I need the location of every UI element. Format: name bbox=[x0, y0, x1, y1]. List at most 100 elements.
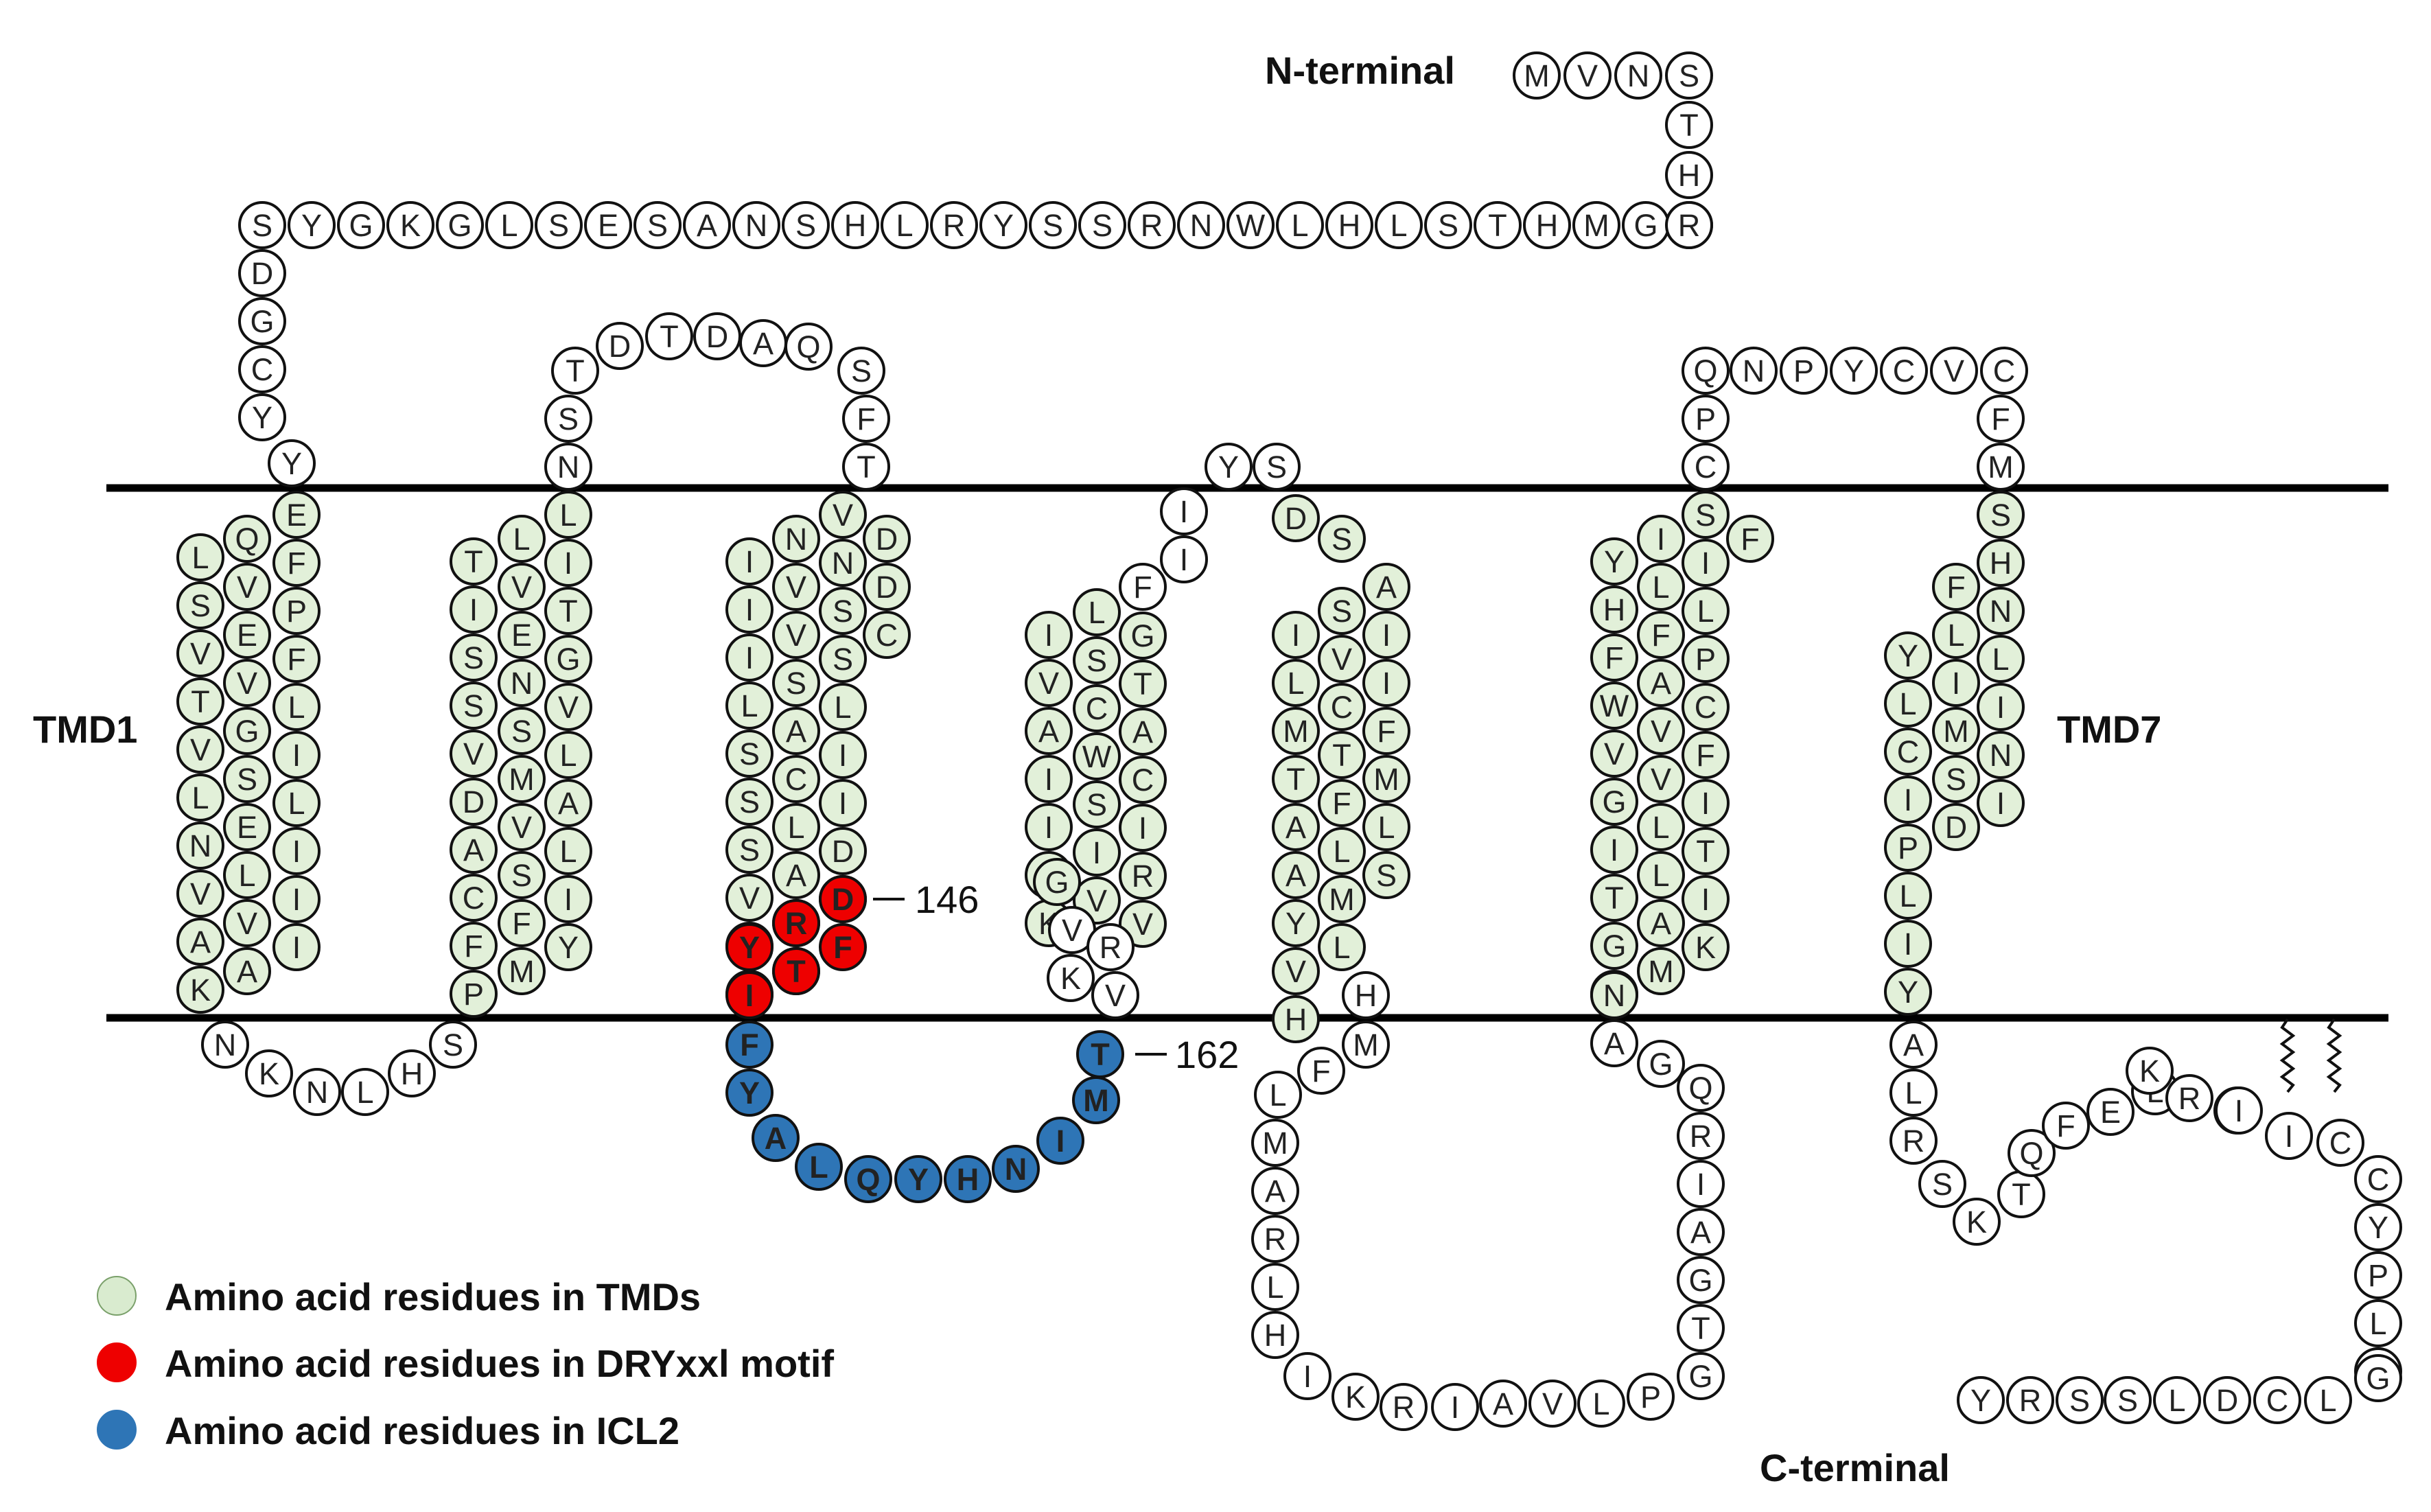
residue-tmd6-c2-2 bbox=[1637, 611, 1685, 659]
residue-tmd2-c1-0 bbox=[450, 537, 498, 585]
residue-cterm-bottom-3 bbox=[2153, 1376, 2201, 1424]
residue-tmd6-c2-6 bbox=[1637, 803, 1685, 851]
residue-cterm-bottom-5 bbox=[2056, 1376, 2104, 1424]
residue-icl3-up-5 bbox=[1677, 1064, 1725, 1112]
residue-letter-ecl-top-3: K bbox=[400, 208, 421, 243]
residue-tmd3-c2-3 bbox=[772, 659, 820, 707]
residue-letter-tmd1-c2-3: V bbox=[237, 666, 257, 701]
residue-letter-tmd1-c2-9: A bbox=[237, 954, 257, 989]
residue-letter-tmd4-c2-1: S bbox=[1086, 643, 1107, 678]
residue-tmd6-c1-6 bbox=[1590, 826, 1638, 874]
legend-dry-swatch bbox=[97, 1342, 137, 1382]
residue-letter-tmd7-c1-5: L bbox=[1899, 879, 1916, 914]
residue-nterm-down-1 bbox=[1665, 151, 1713, 199]
residue-tmd5-c1-3 bbox=[1362, 611, 1410, 659]
residue-tmd4-c1-4 bbox=[1025, 803, 1073, 851]
residue-icl2-2 bbox=[752, 1114, 800, 1162]
residue-letter-cterm-bottom-3: L bbox=[2168, 1383, 2185, 1418]
residue-letter-icl3-up-6: G bbox=[1649, 1047, 1673, 1082]
residue-tmd1-c2-2 bbox=[223, 611, 271, 659]
residue-letter-ecl1-3: D bbox=[609, 329, 631, 364]
residue-letter-tmd4-c1-4: I bbox=[1045, 810, 1054, 845]
residue-letter-tmd1-c2-0: Q bbox=[235, 522, 259, 557]
residue-letter-tmd7-c2-2: I bbox=[1952, 666, 1961, 701]
residue-tmd3-c2-0 bbox=[772, 515, 820, 563]
residue-letter-tmd2-c2-1: V bbox=[511, 570, 532, 605]
residue-letter-tmd7-c3-2: N bbox=[1990, 594, 2012, 629]
residue-letter-ecl1-9: F bbox=[857, 402, 876, 437]
residue-letter-cterm-bottom-2: D bbox=[2216, 1383, 2239, 1418]
residue-tmd3-c3-1 bbox=[819, 539, 867, 587]
residue-ecl3-left-1 bbox=[1682, 395, 1730, 443]
residue-icl1-4 bbox=[388, 1049, 436, 1097]
residue-tmd4-c1-2 bbox=[1025, 707, 1073, 755]
residue-dry-1 bbox=[772, 899, 820, 947]
residue-ecl1-9 bbox=[842, 395, 890, 443]
residue-letter-nterm-y-0: Y bbox=[281, 446, 302, 481]
residue-letter-tmd6-n-0: N bbox=[1603, 978, 1626, 1013]
residue-icl2-10 bbox=[1076, 1030, 1124, 1078]
residue-tmd5-c2-2 bbox=[1318, 683, 1366, 731]
residue-tmd6-c3-1 bbox=[1682, 539, 1730, 587]
residue-tmd4-c2-0 bbox=[1073, 588, 1121, 636]
residue-tmd5-c2-4 bbox=[1318, 779, 1366, 827]
residue-chain: MVNSTHRSYGKGLSESANSHLRYSSRNWLHLSTHMGRDGC… bbox=[176, 51, 2402, 1431]
residue-letter-ecl3-left-0: Q bbox=[1693, 353, 1717, 388]
residue-tmd1-c1-5 bbox=[176, 774, 224, 822]
residue-letter-cterm-bottom-6: R bbox=[2019, 1383, 2042, 1418]
residue-nterm-left-3 bbox=[238, 393, 286, 441]
residue-tmd5-h-0 bbox=[1342, 971, 1390, 1019]
residue-letter-ecl-top-18: R bbox=[1141, 208, 1163, 243]
residue-letter-tmd4-c3-6: V bbox=[1132, 907, 1153, 942]
residue-tmd3-c1-6 bbox=[725, 826, 774, 874]
residue-letter-tmd3-c1-4: S bbox=[739, 736, 760, 771]
residue-tmd7-c1-7 bbox=[1884, 968, 1932, 1016]
residue-ecl-top-10 bbox=[732, 201, 780, 249]
residue-letter-cterm-a-1: L bbox=[1905, 1075, 1922, 1110]
residue-ecl-top-25 bbox=[1474, 201, 1522, 249]
residue-letter-dry-3: Y bbox=[739, 930, 760, 965]
residue-letter-tmd1-c3-2: P bbox=[286, 594, 307, 629]
residue-letter-tmd4-c1-3: I bbox=[1045, 762, 1054, 797]
residue-tmd6-c3-0 bbox=[1682, 491, 1730, 539]
residue-cterm-a-4 bbox=[1953, 1198, 2001, 1246]
residue-cterm-bottom-2 bbox=[2203, 1376, 2251, 1424]
residue-letter-cterm-b-8: G bbox=[2366, 1361, 2390, 1396]
residue-letter-tmd3-c2-5: C bbox=[785, 762, 808, 797]
residue-letter-tmd5-c2-2: C bbox=[1331, 690, 1353, 725]
residue-letter-tmd5-c2-1: V bbox=[1331, 642, 1352, 677]
residue-tmd2-c3-9 bbox=[544, 923, 592, 971]
residue-letter-icl2-2: A bbox=[765, 1121, 787, 1156]
residue-tmd7-c3-5 bbox=[1977, 731, 2025, 779]
residue-tmd2-c1-2 bbox=[450, 633, 498, 682]
residue-letter-tmd5-c1-1: S bbox=[1331, 522, 1352, 557]
residue-tmd1-c1-7 bbox=[176, 870, 224, 918]
residue-letter-tmd6-c1-5: G bbox=[1602, 784, 1626, 819]
residue-letter-icl1-0: N bbox=[214, 1027, 237, 1062]
residue-letter-tmd5-c1-7: L bbox=[1377, 810, 1395, 845]
residue-tmd5-c1-4 bbox=[1362, 659, 1410, 707]
residue-cterm-b-6 bbox=[2354, 1299, 2402, 1347]
residue-tmd6-c3-7 bbox=[1682, 827, 1730, 875]
residue-letter-icl2-7: N bbox=[1005, 1152, 1027, 1187]
residue-letter-tmd7-c1-4: P bbox=[1898, 830, 1918, 865]
residue-tmd7-c1-5 bbox=[1884, 872, 1932, 920]
residue-letter-tmd4-c1-2: A bbox=[1038, 714, 1059, 749]
residue-letter-tmd6-c3-8: I bbox=[1701, 882, 1710, 917]
residue-letter-cterm-a-8: E bbox=[2100, 1095, 2121, 1130]
residue-tmd6-c3-8 bbox=[1682, 875, 1730, 923]
residue-letter-cterm-a-10: K bbox=[2139, 1054, 2160, 1089]
residue-cterm-a-7 bbox=[2042, 1102, 2090, 1150]
residue-dry-0 bbox=[819, 875, 867, 923]
residue-letter-tmd3-c4-0: D bbox=[876, 522, 898, 557]
residue-tmd5-c2-3 bbox=[1318, 731, 1366, 779]
residue-tmd2-c3-5 bbox=[544, 731, 592, 779]
residue-cterm-bottom-7 bbox=[1957, 1376, 2005, 1424]
residue-letter-icl2-6: H bbox=[957, 1162, 979, 1197]
residue-letter-cterm-b-1: I bbox=[2285, 1119, 2294, 1154]
residue-letter-ecl1-7: Q bbox=[796, 329, 820, 364]
pos-146-label: 146 bbox=[915, 878, 979, 921]
residue-letter-ecl-top-27: M bbox=[1583, 208, 1609, 243]
residue-dry-4 bbox=[772, 947, 820, 995]
residue-ecl1-4 bbox=[645, 312, 693, 360]
